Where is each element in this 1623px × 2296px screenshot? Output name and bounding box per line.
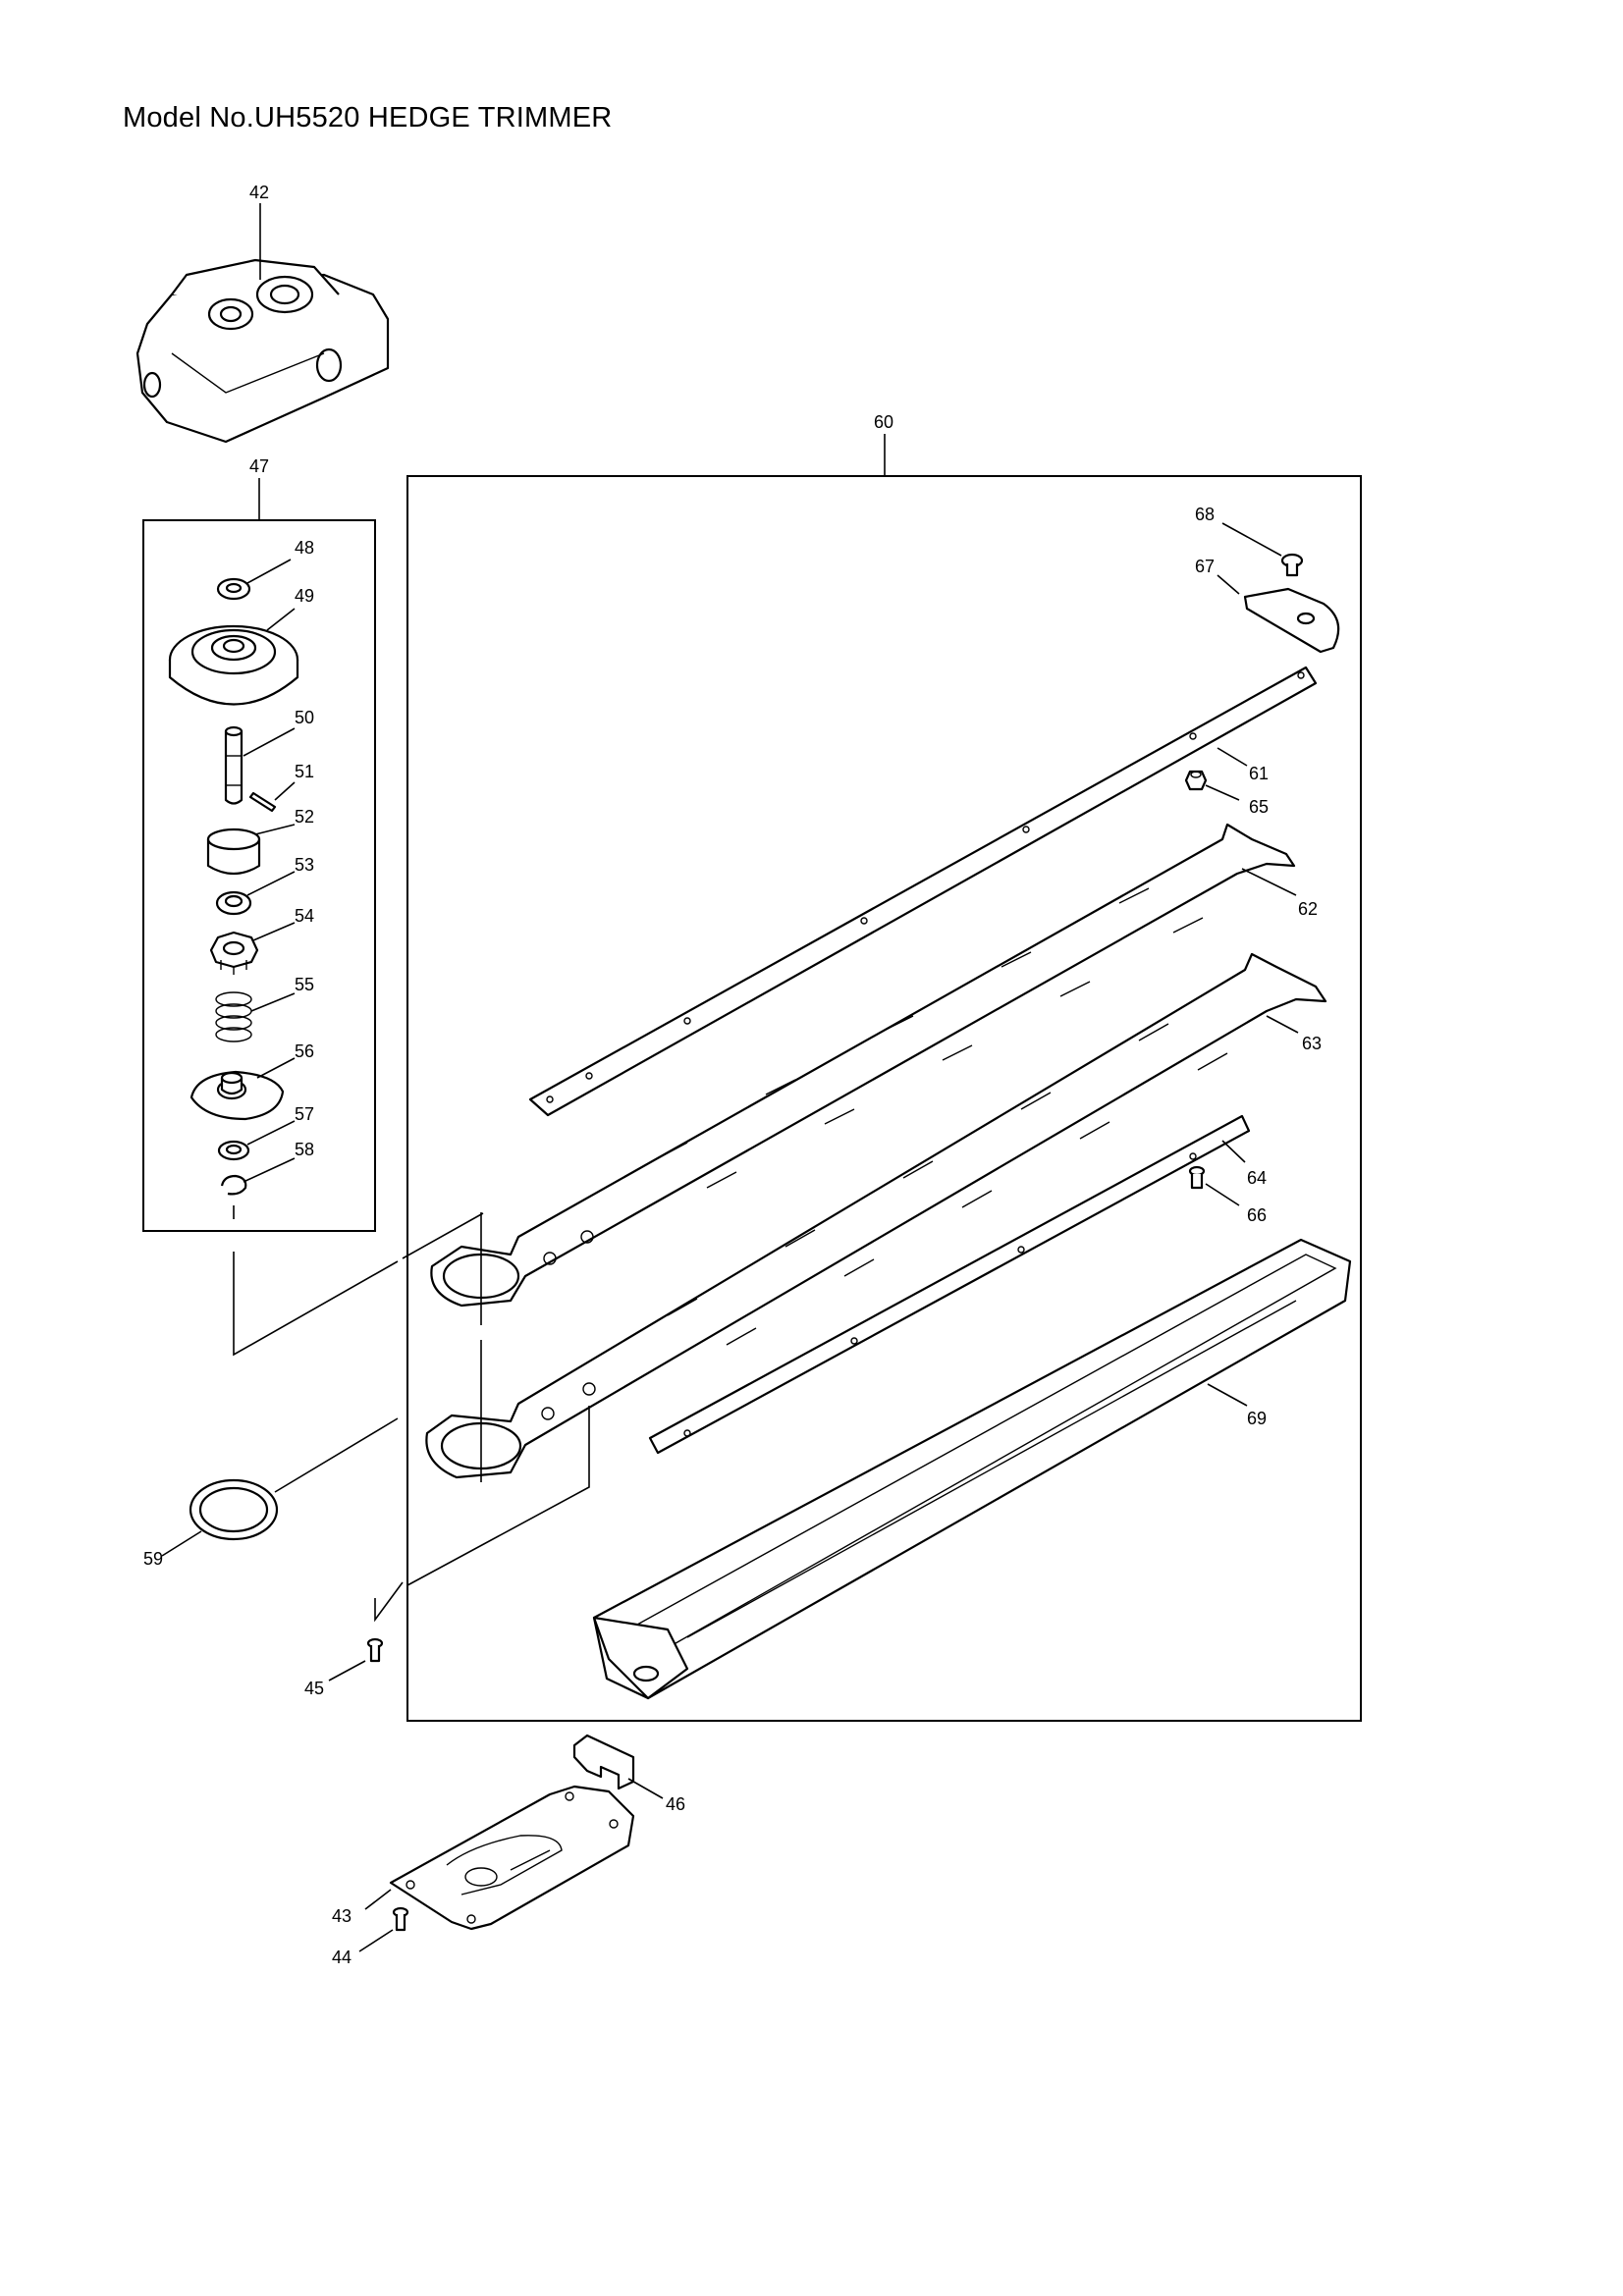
leader-44 [358, 1929, 394, 1952]
sleeve-part-52 [206, 828, 261, 876]
callout-56: 56 [295, 1041, 314, 1061]
shaft-part-50 [224, 725, 243, 805]
leader-62 [1241, 868, 1297, 896]
leader-61 [1217, 747, 1248, 767]
guide-bar-part-64 [648, 1114, 1251, 1455]
washer-part-57 [217, 1140, 250, 1161]
callout-57: 57 [295, 1104, 314, 1124]
callout-46: 46 [666, 1794, 685, 1814]
leader-43 [364, 1889, 392, 1910]
leader-65 [1205, 784, 1240, 801]
screw-part-66 [1188, 1165, 1206, 1190]
assembly-line-59 [274, 1417, 399, 1493]
callout-49: 49 [295, 586, 314, 606]
leader-54 [252, 922, 296, 941]
gear-assembly-box-47 [142, 519, 376, 1232]
callout-55: 55 [295, 975, 314, 994]
leader-48 [246, 559, 292, 584]
assembly-line-blade-c [406, 1406, 590, 1586]
callout-43: 43 [332, 1906, 352, 1926]
leader-46 [627, 1778, 664, 1799]
callout-58: 58 [295, 1140, 314, 1159]
callout-65: 65 [1249, 797, 1269, 817]
assembly-line-upper [233, 1252, 399, 1357]
callout-66: 66 [1247, 1205, 1267, 1225]
callout-62: 62 [1298, 899, 1318, 919]
callout-42: 42 [249, 183, 269, 202]
washer-part-48 [216, 577, 251, 601]
leader-57 [246, 1120, 296, 1146]
ring-part-59 [189, 1478, 279, 1541]
leader-56 [256, 1057, 296, 1079]
screw-part-68 [1280, 553, 1304, 577]
assembly-line-upper-2 [402, 1212, 484, 1259]
leader-63 [1266, 1015, 1299, 1034]
leader-64 [1221, 1140, 1246, 1163]
spring-part-55 [215, 991, 252, 1042]
bracket-part-46 [572, 1734, 635, 1790]
blade-sheath-part-69 [592, 1238, 1352, 1700]
screw-part-45 [366, 1637, 384, 1663]
leader-58 [243, 1157, 296, 1183]
leader-59 [161, 1530, 202, 1557]
leader-52 [254, 824, 296, 835]
callout-64: 64 [1247, 1168, 1267, 1188]
leader-66 [1205, 1183, 1240, 1206]
blade-tip-cover-part-67 [1243, 587, 1340, 654]
leader-53 [246, 871, 296, 896]
callout-53: 53 [295, 855, 314, 875]
leader-69 [1207, 1383, 1248, 1407]
bearing-part-53 [215, 890, 252, 916]
leader-49 [266, 608, 296, 631]
callout-45: 45 [304, 1679, 324, 1698]
base-plate-part-43 [389, 1785, 635, 1931]
leader-51 [274, 781, 296, 801]
callout-48: 48 [295, 538, 314, 558]
assembly-line-45 [374, 1581, 404, 1623]
crank-plate-part-56 [189, 1070, 285, 1121]
leader-45 [328, 1660, 366, 1682]
leader-55 [250, 992, 296, 1012]
callout-50: 50 [295, 708, 314, 727]
pin-part-51 [248, 791, 277, 813]
retaining-ring-part-58 [220, 1174, 247, 1196]
clutch-cam-part-54 [209, 931, 259, 975]
callout-61: 61 [1249, 764, 1269, 783]
callout-67: 67 [1195, 557, 1215, 576]
nut-part-65 [1184, 770, 1208, 791]
leader-50 [243, 727, 296, 757]
callout-54: 54 [295, 906, 314, 926]
leader-67 [1217, 574, 1240, 595]
blade-assembly-box-60 [406, 475, 1362, 1722]
gear-housing-part-42 [135, 258, 390, 444]
callout-59: 59 [143, 1549, 163, 1569]
callout-69: 69 [1247, 1409, 1267, 1428]
crank-gear-part-49 [168, 624, 299, 706]
callout-68: 68 [1195, 505, 1215, 524]
callout-47: 47 [249, 456, 269, 476]
callout-51: 51 [295, 762, 314, 781]
screw-part-44 [392, 1906, 409, 1932]
page-title: Model No.UH5520 HEDGE TRIMMER [123, 102, 613, 133]
guide-bar-part-61 [528, 666, 1318, 1117]
callout-63: 63 [1302, 1034, 1322, 1053]
callout-60: 60 [874, 412, 893, 432]
leader-68 [1221, 522, 1282, 557]
callout-52: 52 [295, 807, 314, 827]
upper-blade-part-62 [430, 823, 1296, 1308]
callout-44: 44 [332, 1948, 352, 1967]
